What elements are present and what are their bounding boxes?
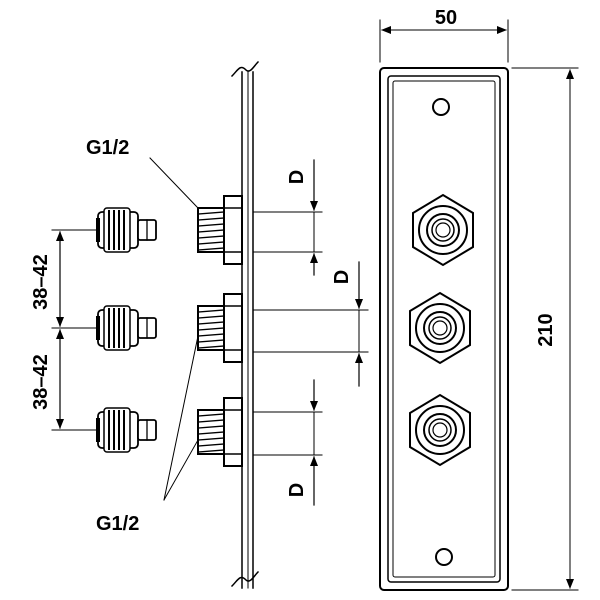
plate-inner-bevel (387, 75, 501, 583)
plate-inner-bevel-2 (392, 80, 496, 578)
depth-dimension-top: D (252, 159, 323, 276)
height-label: 210 (535, 313, 557, 346)
threaded-connector (197, 397, 243, 467)
spacing-label-upper: 38–42 (30, 254, 52, 310)
mounting-hole-icon (432, 98, 450, 116)
depth-label-middle: D (331, 270, 353, 284)
depth-label-top: D (286, 170, 308, 184)
front-view: 50 210 (379, 7, 579, 591)
threaded-connector (197, 195, 243, 265)
valve-cartridge (96, 305, 157, 351)
hex-nut-icon (409, 393, 471, 467)
hex-nut-icon (409, 291, 471, 365)
hex-nut-icon (412, 193, 474, 267)
valve-cartridges: 38–42 38–42 (30, 207, 157, 453)
valve-cartridge (96, 407, 157, 453)
width-label: 50 (435, 7, 457, 29)
thread-leader-bottom: G1/2 (96, 335, 199, 535)
spacing-label-lower: 38–42 (30, 354, 52, 410)
spacing-dimension: 38–42 38–42 (30, 229, 99, 431)
width-dimension: 50 (379, 7, 509, 63)
thread-leader-top: G1/2 (86, 137, 199, 209)
depth-dimension-middle: D (252, 261, 369, 387)
threaded-connector (197, 293, 243, 363)
depth-dimension-bottom: D (252, 379, 323, 506)
thread-label-bottom: G1/2 (96, 513, 139, 535)
depth-label-bottom: D (286, 483, 308, 497)
height-dimension: 210 (511, 67, 579, 591)
valve-cartridge (96, 207, 157, 253)
plate-outline (379, 67, 509, 591)
mounting-hole-icon (435, 548, 453, 566)
thread-label-top: G1/2 (86, 137, 129, 159)
side-view: D D D G1/2 G1/2 (86, 60, 369, 589)
